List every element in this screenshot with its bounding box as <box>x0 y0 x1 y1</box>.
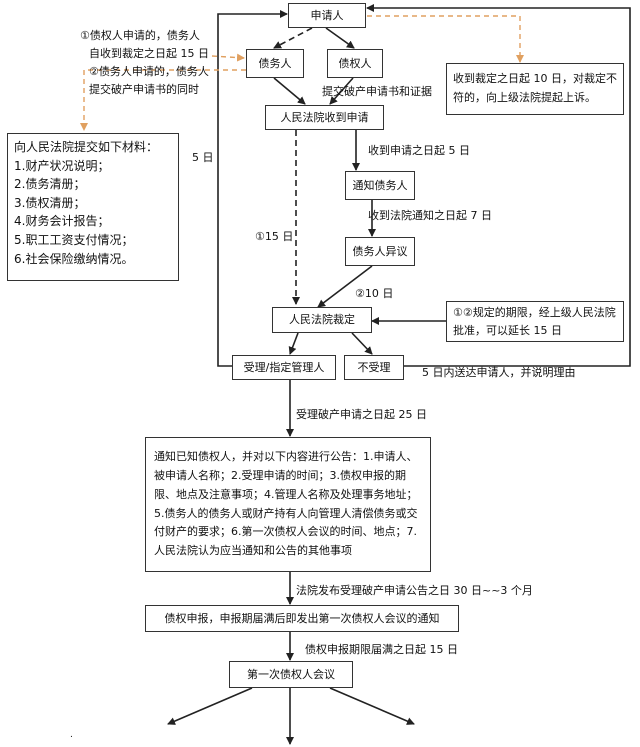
arrow-debtor-to-court <box>273 77 306 105</box>
label-seven-days-notice: 收到法院通知之日起 7 日 <box>368 209 492 222</box>
node-court-received: 人民法院收到申请 <box>265 105 384 130</box>
arrow-ruling-to-accept <box>288 332 299 355</box>
node-debtor: 债务人 <box>246 49 304 78</box>
note-top-left-1: ①债权人申请的，债务人 <box>80 29 200 42</box>
node-claim-filing: 债权申报，申报期届满后即发出第一次债权人会议的通知 <box>145 605 459 632</box>
arrow-meeting-out-left <box>167 687 253 725</box>
node-court-ruling: 人民法院裁定 <box>272 307 372 333</box>
materials-item: 5.职工工资支付情况； <box>14 232 134 247</box>
node-applicant: 申请人 <box>288 3 366 28</box>
label-reject-notice: 5 日内送达申请人，并说明理由 <box>422 366 576 379</box>
arrow-objection-to-ruling <box>317 265 373 308</box>
node-creditor: 债权人 <box>327 49 383 78</box>
arrow-debtor-to-materials <box>80 69 246 131</box>
arrow-meeting-out-right <box>329 687 415 725</box>
note-top-left-4: 提交破产申请书的同时 <box>89 83 199 96</box>
materials-item: 4.财务会计报告； <box>14 214 110 229</box>
note-top-left-2: 自收到裁定之日起 15 日 <box>89 47 209 60</box>
arrow-applicant-to-debtor <box>273 27 313 49</box>
materials-item: 1.财产状况说明； <box>14 158 110 173</box>
label-fifteen-after-claim: 债权申报期限届满之日起 15 日 <box>305 643 458 656</box>
arrow-ruling-to-reject <box>351 332 373 355</box>
label-submit-docs: 提交破产申请书和证据 <box>322 85 432 98</box>
corner-mark: . <box>70 730 73 740</box>
note-extension: ①②规定的期限，经上级人民法院批准，可以延长 15 日 <box>446 301 624 342</box>
note-appeal: 收到裁定之日起 10 日，对裁定不符的，向上级法院提起上诉。 <box>446 63 624 115</box>
label-fifteen-days: ①15 日 <box>255 230 294 243</box>
note-top-left-3: ②债务人申请的，债务人 <box>89 65 209 78</box>
node-reject: 不受理 <box>344 355 404 380</box>
arrow-note-to-debtor <box>211 53 245 62</box>
node-debtor-objection: 债务人异议 <box>345 237 415 266</box>
label-five-days-received: 收到申请之日起 5 日 <box>368 144 470 157</box>
node-accept: 受理/指定管理人 <box>232 355 336 380</box>
materials-list: 向人民法院提交如下材料： 1.财产状况说明； 2.债务清册； 3.债权清册； 4… <box>7 133 179 281</box>
label-ten-days: ②10 日 <box>355 287 394 300</box>
materials-item: 2.债务清册； <box>14 177 86 192</box>
materials-item: 6.社会保险缴纳情况。 <box>14 251 134 266</box>
node-announcement: 通知已知债权人，并对以下内容进行公告：1.申请人、被申请人名称；2.受理申请的时… <box>145 437 431 572</box>
arrow-creditor-to-court <box>329 77 354 105</box>
materials-title: 向人民法院提交如下材料： <box>14 140 159 154</box>
arrow-reject-to-applicant <box>366 4 631 367</box>
arrow-applicant-to-appeal <box>367 15 524 63</box>
arrow-accept-to-applicant <box>217 10 288 367</box>
label-five-days-left: 5 日 <box>192 151 214 164</box>
arrow-applicant-to-creditor <box>325 27 355 49</box>
label-twentyfive-days: 受理破产申请之日起 25 日 <box>296 408 427 421</box>
node-notify-debtor: 通知债务人 <box>345 171 415 200</box>
label-thirty-days: 法院发布受理破产申请公告之日 30 日~~3 个月 <box>296 584 533 597</box>
materials-item: 3.债权清册； <box>14 195 86 210</box>
node-first-meeting: 第一次债权人会议 <box>229 661 353 688</box>
